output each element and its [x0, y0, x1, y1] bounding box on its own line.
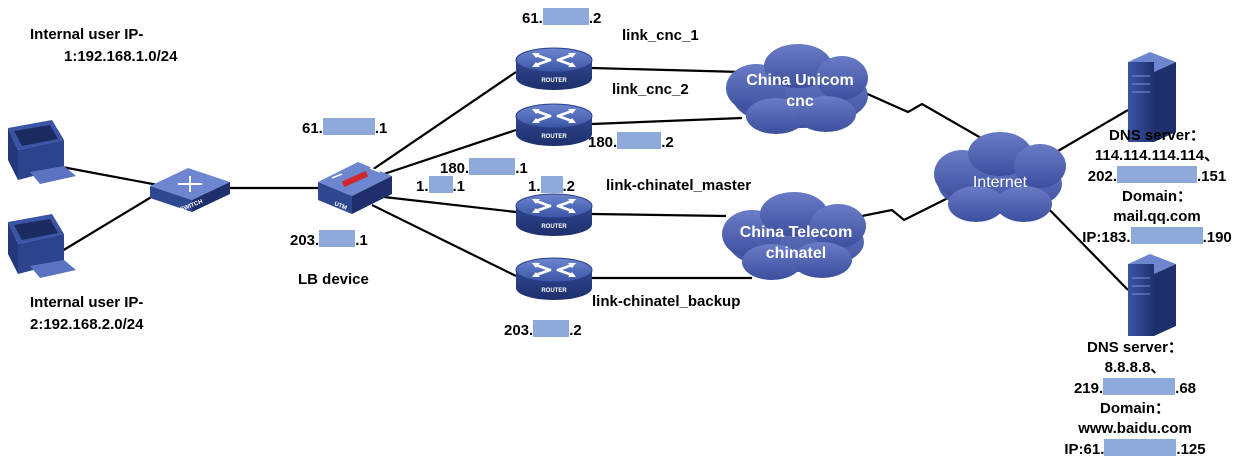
utm-icon: UTM — [318, 162, 392, 214]
cloud-internet-icon — [934, 132, 1066, 222]
link-cnc-1-label: link_cnc_1 — [622, 27, 699, 44]
link-chinatel-master-label: link-chinatel_master — [606, 177, 752, 194]
svg-text:UTM: UTM — [333, 201, 347, 211]
dns2-domain: www.baidu.com — [1078, 420, 1192, 437]
dns2-ip-1: 8.8.8.8、 — [1104, 359, 1166, 376]
internal-user-1-line1: Internal user IP- — [30, 26, 144, 43]
router-3-ip: 1..2 — [528, 176, 576, 195]
pc-2-icon — [8, 214, 76, 278]
dns-server-1-icon — [1128, 52, 1176, 142]
lb-ip-203: 203..1 — [290, 230, 368, 249]
cloud-unicom-line2: cnc — [786, 93, 814, 110]
cloud-telecom-icon — [722, 192, 866, 280]
router-3-icon — [514, 192, 594, 238]
internal-user-2-line1: Internal user IP- — [30, 294, 144, 311]
links — [61, 66, 1129, 291]
internal-user-2-line2: 2:192.168.2.0/24 — [30, 316, 144, 333]
router-2-icon — [514, 102, 594, 148]
dns2-domain-label: Domain： — [1099, 400, 1170, 417]
dns1-ip-1: 114.114.114.114、 — [1094, 147, 1220, 164]
dns2-domain-ip: IP:61..125 — [1064, 439, 1206, 458]
cloud-telecom-line2: chinatel — [765, 245, 827, 262]
router-2-ip: 180..2 — [588, 132, 674, 151]
cloud-unicom-icon — [726, 44, 868, 134]
link-chinatel-backup-label: link-chinatel_backup — [592, 293, 741, 310]
cloud-telecom-line1: China Telecom — [739, 224, 853, 241]
dns-server-1-info: DNS server： 114.114.114.114、 202..151 Do… — [1082, 126, 1232, 248]
internal-user-1-line2: 1:192.168.1.0/24 — [64, 48, 178, 65]
lb-ip-1: 1..1 — [416, 176, 466, 195]
dns1-domain: mail.qq.com — [1113, 208, 1201, 225]
dns-server-2-info: DNS server： 8.8.8.8、 219..68 Domain： www… — [1060, 338, 1210, 460]
dns-server-2-icon — [1128, 254, 1176, 336]
cloud-unicom-line1: China Unicom — [746, 72, 854, 89]
router-4-icon — [514, 256, 594, 302]
internal-user-1-label: Internal user IP- 1:192.168.1.0/24 — [30, 24, 177, 68]
lb-device-label: LB device — [298, 271, 369, 288]
dns1-domain-ip: IP:183..190 — [1082, 227, 1232, 246]
cloud-internet-label: Internet — [972, 174, 1028, 191]
cloud-unicom-label: China Unicom cnc — [728, 70, 872, 112]
lb-ip-180: 180..1 — [440, 158, 528, 177]
dns1-title: DNS server： — [1109, 127, 1205, 144]
cloud-telecom-label: China Telecom chinatel — [724, 222, 868, 264]
dns1-ip-2: 202..151 — [1087, 166, 1227, 185]
dns2-title: DNS server： — [1087, 339, 1183, 356]
switch-icon: SWITCH — [150, 168, 230, 213]
dns1-domain-label: Domain： — [1121, 188, 1192, 205]
pc-1-icon — [8, 120, 76, 184]
router-4-ip: 203..2 — [504, 320, 582, 339]
dns2-ip-2: 219..68 — [1073, 378, 1197, 397]
lb-ip-61: 61..1 — [302, 118, 388, 137]
router-1-ip: 61..2 — [522, 8, 602, 27]
link-cnc-2-label: link_cnc_2 — [612, 81, 689, 98]
internal-user-2-label: Internal user IP- 2:192.168.2.0/24 — [30, 292, 143, 336]
router-1-icon — [514, 46, 594, 92]
